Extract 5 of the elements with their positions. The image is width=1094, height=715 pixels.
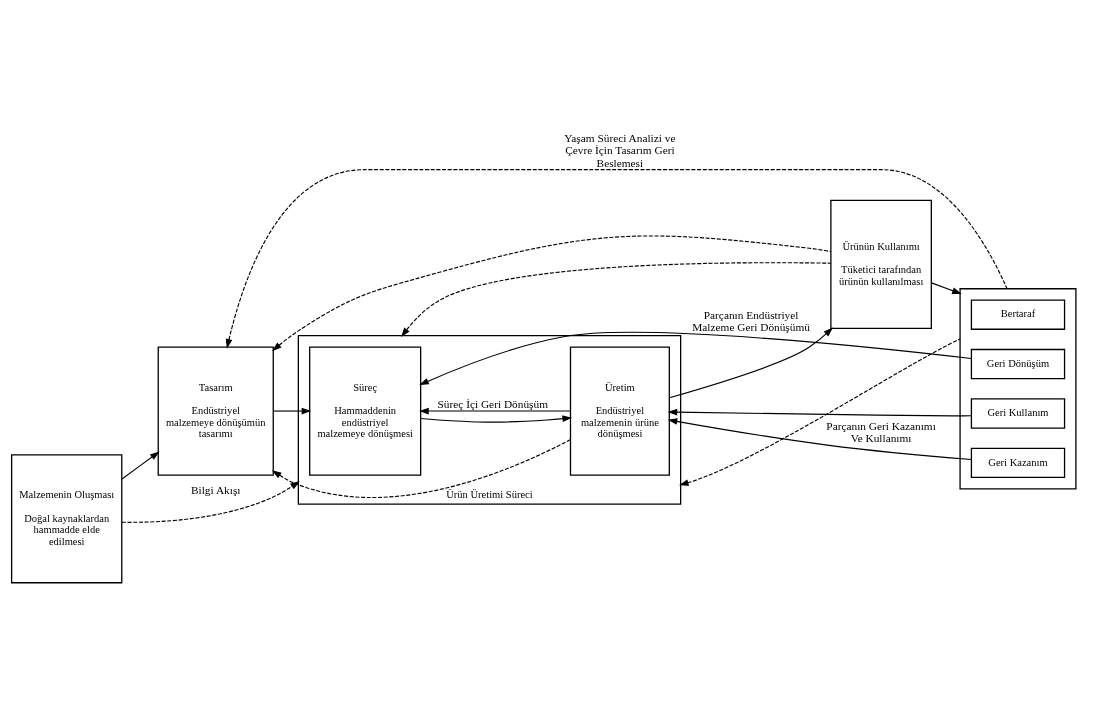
edge-label: Parçanın Geri Kazanımı Ve Kullanımı xyxy=(826,419,936,444)
edge-label: Bilgi Akışı xyxy=(191,483,241,496)
edge-label: Parçanın Endüstriyel Malzeme Geri Dönüşümü xyxy=(692,308,810,333)
edge-label: Süreç İçi Geri Dönüşüm xyxy=(437,397,548,410)
edge-label: Yaşam Süreci Analizi ve Çevre İçin Tasarım Geri Beslemesi xyxy=(564,131,676,169)
